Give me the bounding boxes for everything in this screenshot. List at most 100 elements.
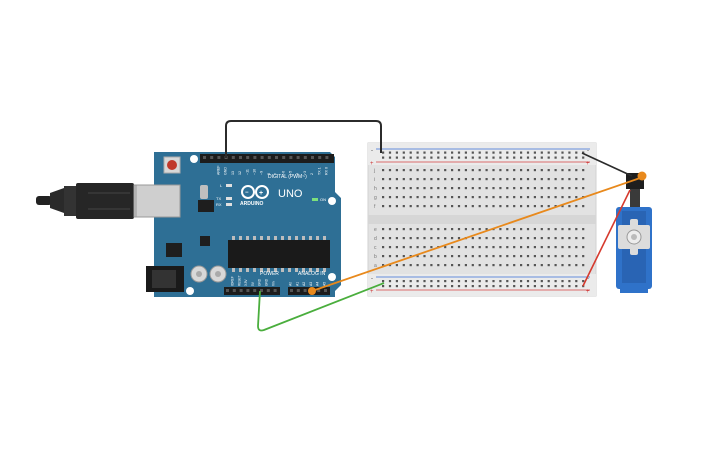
rail-hole[interactable]	[430, 151, 433, 154]
terminal-hole[interactable]	[513, 187, 516, 190]
rail-hole[interactable]	[485, 280, 488, 283]
terminal-hole[interactable]	[547, 205, 550, 208]
terminal-hole[interactable]	[533, 169, 536, 172]
terminal-hole[interactable]	[499, 196, 502, 199]
terminal-hole[interactable]	[471, 264, 474, 267]
terminal-hole[interactable]	[423, 255, 426, 258]
terminal-hole[interactable]	[444, 228, 447, 231]
rail-hole[interactable]	[533, 151, 536, 154]
terminal-hole[interactable]	[402, 187, 405, 190]
rail-hole[interactable]	[540, 280, 543, 283]
header-pin[interactable]	[210, 156, 214, 159]
header-pin[interactable]	[253, 289, 257, 292]
rail-hole[interactable]	[388, 285, 392, 288]
terminal-hole[interactable]	[382, 264, 385, 267]
header-pin[interactable]	[267, 156, 271, 159]
terminal-hole[interactable]	[520, 228, 523, 231]
terminal-hole[interactable]	[568, 196, 571, 199]
rail-hole[interactable]	[520, 156, 523, 159]
terminal-hole[interactable]	[382, 169, 385, 172]
terminal-hole[interactable]	[478, 205, 481, 208]
terminal-hole[interactable]	[395, 264, 398, 267]
terminal-hole[interactable]	[416, 196, 419, 199]
terminal-hole[interactable]	[402, 264, 405, 267]
rail-hole[interactable]	[499, 285, 502, 288]
terminal-hole[interactable]	[554, 187, 557, 190]
terminal-hole[interactable]	[568, 187, 571, 190]
terminal-hole[interactable]	[540, 187, 543, 190]
rail-hole[interactable]	[451, 285, 454, 288]
terminal-hole[interactable]	[409, 264, 412, 267]
terminal-hole[interactable]	[582, 178, 585, 181]
terminal-hole[interactable]	[526, 187, 530, 190]
terminal-hole[interactable]	[388, 255, 392, 258]
terminal-hole[interactable]	[444, 255, 447, 258]
rail-hole[interactable]	[457, 285, 461, 288]
terminal-hole[interactable]	[444, 196, 447, 199]
terminal-hole[interactable]	[437, 196, 440, 199]
rail-hole[interactable]	[540, 156, 543, 159]
terminal-hole[interactable]	[423, 264, 426, 267]
header-pin[interactable]	[260, 156, 264, 159]
terminal-hole[interactable]	[423, 169, 426, 172]
terminal-hole[interactable]	[457, 178, 461, 181]
rail-hole[interactable]	[582, 151, 585, 154]
rail-hole[interactable]	[533, 280, 536, 283]
terminal-hole[interactable]	[437, 264, 440, 267]
terminal-hole[interactable]	[478, 264, 481, 267]
terminal-hole[interactable]	[499, 246, 502, 249]
header-pin[interactable]	[318, 156, 322, 159]
terminal-hole[interactable]	[430, 246, 433, 249]
terminal-hole[interactable]	[485, 237, 488, 240]
header-pin[interactable]	[246, 289, 250, 292]
terminal-hole[interactable]	[526, 228, 530, 231]
rail-hole[interactable]	[478, 156, 481, 159]
rail-hole[interactable]	[575, 280, 578, 283]
terminal-hole[interactable]	[520, 187, 523, 190]
terminal-hole[interactable]	[395, 196, 398, 199]
terminal-hole[interactable]	[547, 255, 550, 258]
terminal-hole[interactable]	[402, 255, 405, 258]
terminal-hole[interactable]	[492, 237, 495, 240]
wire-green-5v-to-breadboard[interactable]	[257, 282, 385, 332]
rail-hole[interactable]	[402, 280, 405, 283]
terminal-hole[interactable]	[540, 196, 543, 199]
terminal-hole[interactable]	[575, 246, 578, 249]
terminal-hole[interactable]	[409, 178, 412, 181]
terminal-hole[interactable]	[388, 169, 392, 172]
terminal-hole[interactable]	[520, 237, 523, 240]
terminal-hole[interactable]	[526, 255, 530, 258]
terminal-hole[interactable]	[478, 246, 481, 249]
terminal-hole[interactable]	[513, 169, 516, 172]
rail-hole[interactable]	[506, 285, 509, 288]
rail-hole[interactable]	[506, 151, 509, 154]
terminal-hole[interactable]	[568, 169, 571, 172]
terminal-hole[interactable]	[526, 169, 530, 172]
rail-hole[interactable]	[457, 156, 461, 159]
terminal-hole[interactable]	[382, 178, 385, 181]
terminal-hole[interactable]	[409, 246, 412, 249]
terminal-hole[interactable]	[471, 196, 474, 199]
rail-hole[interactable]	[526, 280, 530, 283]
rail-hole[interactable]	[416, 285, 419, 288]
rail-hole[interactable]	[520, 151, 523, 154]
rail-hole[interactable]	[526, 151, 530, 154]
terminal-hole[interactable]	[464, 228, 467, 231]
rail-hole[interactable]	[444, 280, 447, 283]
rail-hole[interactable]	[554, 151, 557, 154]
terminal-hole[interactable]	[526, 196, 530, 199]
terminal-hole[interactable]	[492, 169, 495, 172]
terminal-hole[interactable]	[388, 264, 392, 267]
terminal-hole[interactable]	[582, 169, 585, 172]
terminal-hole[interactable]	[444, 264, 447, 267]
terminal-hole[interactable]	[395, 246, 398, 249]
terminal-hole[interactable]	[423, 196, 426, 199]
terminal-hole[interactable]	[451, 237, 454, 240]
terminal-hole[interactable]	[402, 196, 405, 199]
terminal-hole[interactable]	[402, 237, 405, 240]
header-pin[interactable]	[203, 156, 206, 159]
terminal-hole[interactable]	[485, 205, 488, 208]
terminal-hole[interactable]	[457, 237, 461, 240]
terminal-hole[interactable]	[554, 264, 557, 267]
rail-hole[interactable]	[395, 280, 398, 283]
